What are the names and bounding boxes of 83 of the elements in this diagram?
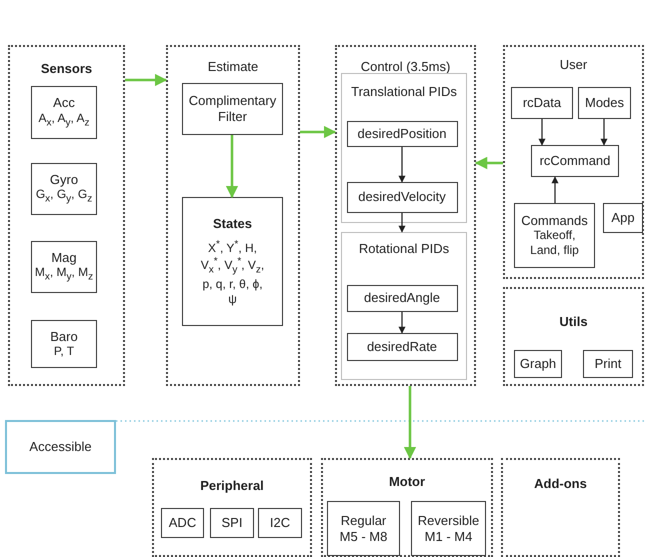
note-box (5, 420, 116, 474)
group-title: Utils (558, 314, 589, 329)
box-detail: Takeoff, Land, flip (529, 228, 580, 258)
box-label: Accessible (28, 439, 93, 455)
process-box (182, 83, 283, 135)
group-title: Peripheral (199, 478, 265, 493)
group-title: Motor (388, 474, 426, 489)
box-label: Modes (584, 95, 626, 111)
box-label: Complimentary Filter (188, 93, 278, 125)
box-label: Gyro (48, 172, 80, 188)
box-detail: P, T (52, 344, 76, 360)
box-label: desiredRate (366, 338, 438, 354)
box-label: Baro (49, 328, 79, 344)
box-label: rcCommand (538, 153, 612, 169)
box-label: Regular M5 - M8 (338, 512, 388, 544)
arrow (538, 119, 546, 146)
process-box (346, 332, 458, 360)
process-box (346, 284, 458, 312)
process-box (578, 87, 631, 119)
process-box (531, 145, 619, 177)
group-title: Estimate (206, 59, 260, 74)
process-box (31, 163, 97, 215)
box-detail: X$^{*}$, Y$^{*}$, H, V$_{x}$$^{*}$, V$_{y}$$^{*}$, V$_{z}$, p, q, r, θ, ϕ, ψ (200, 238, 266, 308)
process-box (583, 350, 633, 378)
arrow (404, 386, 416, 460)
group-title: Sensors (40, 61, 94, 76)
box-detail: A$_{x}$, A$_{y}$, A$_{z}$ (37, 110, 91, 130)
panel (341, 73, 467, 223)
box-label: Print (594, 356, 622, 372)
dotted-group (166, 45, 300, 386)
arrow (600, 119, 608, 146)
process-box (511, 87, 573, 119)
dotted-group (503, 287, 644, 386)
box-label: Graph (518, 356, 558, 372)
box-label: desiredAngle (363, 290, 441, 306)
arrow (125, 74, 168, 86)
process-box (161, 508, 204, 538)
box-label: App (610, 210, 636, 226)
panel (341, 232, 467, 380)
arrow (474, 156, 503, 170)
process-box (346, 120, 458, 146)
box-label: Commands (520, 212, 589, 228)
group-title: Rotational PIDs (358, 241, 450, 256)
box-label: Mag (50, 250, 78, 266)
box-label: SPI (220, 515, 244, 531)
process-box (346, 182, 458, 212)
arrow (398, 147, 406, 183)
arrow (226, 135, 238, 198)
box-label: desiredVelocity (357, 189, 447, 205)
process-box (31, 86, 97, 139)
process-box (31, 320, 97, 368)
dotted-group (501, 458, 620, 557)
box-label: I2C (268, 515, 292, 531)
arrow (398, 312, 406, 334)
process-box (514, 350, 562, 378)
box-label: Reversible M1 - M4 (416, 512, 480, 544)
dotted-group (321, 458, 493, 557)
box-detail: G$_{x}$, G$_{y}$, G$_{z}$ (34, 187, 94, 206)
group-title: Translational PIDs (350, 84, 458, 99)
process-box (327, 501, 400, 556)
arrow (300, 126, 336, 138)
group-title: User (558, 57, 588, 72)
process-box (411, 501, 486, 556)
arrow (398, 213, 406, 233)
process-box (258, 508, 302, 538)
process-box (514, 203, 595, 268)
process-box (182, 197, 283, 326)
group-title: Control (3.5ms) (360, 59, 452, 74)
box-detail: M$_{x}$, M$_{y}$, M$_{z}$ (34, 265, 94, 284)
box-label: States (212, 216, 254, 232)
process-box (603, 203, 643, 233)
process-box (210, 508, 254, 538)
process-box (31, 241, 97, 293)
arrow (552, 176, 558, 203)
dotted-group (152, 458, 312, 557)
box-label: desiredPosition (356, 126, 448, 142)
box-label: ADC (168, 515, 198, 531)
dotted-group (503, 45, 644, 279)
dotted-group (335, 45, 476, 386)
dotted-group (8, 45, 125, 386)
group-title: Add-ons (533, 476, 588, 491)
box-label: rcData (522, 95, 562, 111)
box-label: Acc (52, 95, 76, 111)
